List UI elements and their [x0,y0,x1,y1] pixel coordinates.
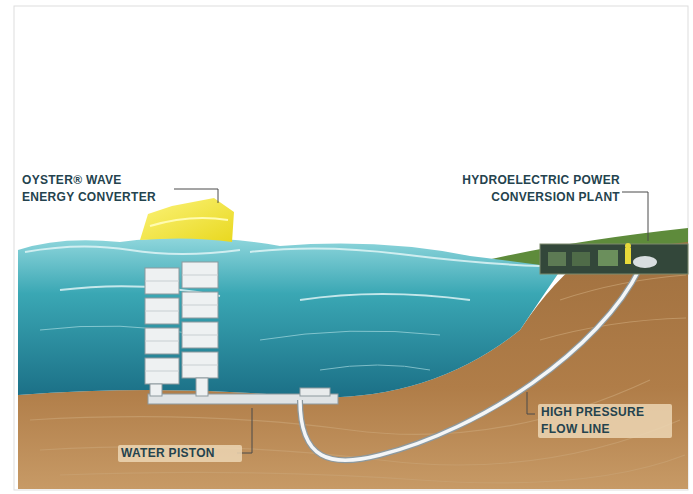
callout-label: WATER PISTON [118,445,242,462]
callout-label: HYDROELECTRIC POWER CONVERSION PLANT [430,172,620,206]
callout-label: OYSTER® WAVE ENERGY CONVERTER [22,172,172,206]
callout-label: HIGH PRESSURE FLOW LINE [538,404,672,438]
